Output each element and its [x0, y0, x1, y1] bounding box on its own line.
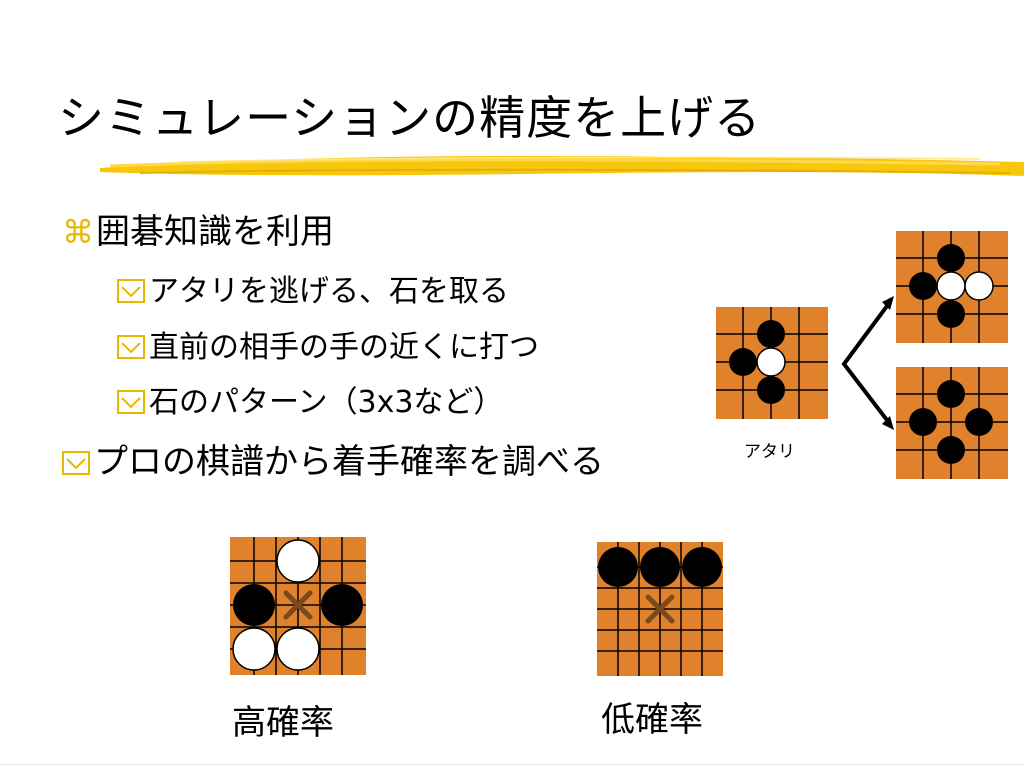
go-board-escape — [896, 231, 1008, 343]
black-stone — [909, 408, 937, 436]
black-stone — [729, 348, 757, 376]
bullet-knowledge: ⌘囲碁知識を利用 — [62, 204, 334, 253]
arrow-icon — [882, 296, 894, 310]
black-stone — [640, 547, 680, 587]
go-board-atari — [716, 307, 828, 419]
black-stone — [937, 380, 965, 408]
bullet-text: 石のパターン（3x3など） — [149, 385, 504, 420]
black-stone — [937, 300, 965, 328]
black-stone — [682, 547, 722, 587]
go-board-high-probability — [230, 537, 366, 675]
low-probability-caption: 低確率 — [601, 700, 703, 740]
footer-divider — [0, 764, 1024, 765]
bullet-pattern: 石のパターン（3x3など） — [117, 377, 503, 421]
checkbox-bullet-icon — [117, 279, 145, 303]
black-stone — [757, 376, 785, 404]
bullet-text: 直前の相手の手の近くに打つ — [149, 330, 539, 365]
go-board-low-probability — [597, 542, 723, 676]
checkbox-bullet-icon — [117, 335, 145, 359]
cross-mark-icon — [645, 594, 675, 624]
bullet-atari: アタリを逃げる、石を取る — [117, 266, 509, 310]
black-stone — [757, 320, 785, 348]
bullet-text: 囲碁知識を利用 — [96, 212, 334, 252]
black-stone — [321, 584, 363, 626]
checkbox-bullet-icon — [117, 390, 145, 414]
black-stone — [909, 272, 937, 300]
black-stone — [937, 244, 965, 272]
bullet-near-move: 直前の相手の手の近くに打つ — [117, 322, 539, 366]
bullet-pro-records: プロの棋譜から着手確率を調べる — [62, 434, 604, 483]
bullet-text: プロの棋譜から着手確率を調べる — [94, 442, 604, 482]
checkbox-bullet-icon — [62, 451, 90, 475]
white-stone — [756, 347, 786, 377]
atari-caption: アタリ — [744, 442, 795, 462]
bullet-text: アタリを逃げる、石を取る — [149, 274, 509, 309]
cross-mark-icon — [283, 590, 313, 620]
black-stone — [965, 408, 993, 436]
arrow-icon — [882, 416, 894, 430]
white-stone — [276, 539, 320, 583]
high-probability-caption: 高確率 — [232, 703, 334, 743]
command-icon: ⌘ — [62, 213, 94, 251]
white-stone — [276, 627, 320, 671]
go-board-capture — [896, 367, 1008, 479]
branch-arrows — [841, 296, 894, 430]
black-stone — [233, 584, 275, 626]
white-stone — [964, 271, 994, 301]
slide-title: シミュレーションの精度を上げる — [58, 91, 762, 145]
white-stone — [232, 627, 276, 671]
title-underline — [100, 156, 1024, 176]
white-stone — [936, 271, 966, 301]
black-stone — [937, 436, 965, 464]
black-stone — [598, 547, 638, 587]
